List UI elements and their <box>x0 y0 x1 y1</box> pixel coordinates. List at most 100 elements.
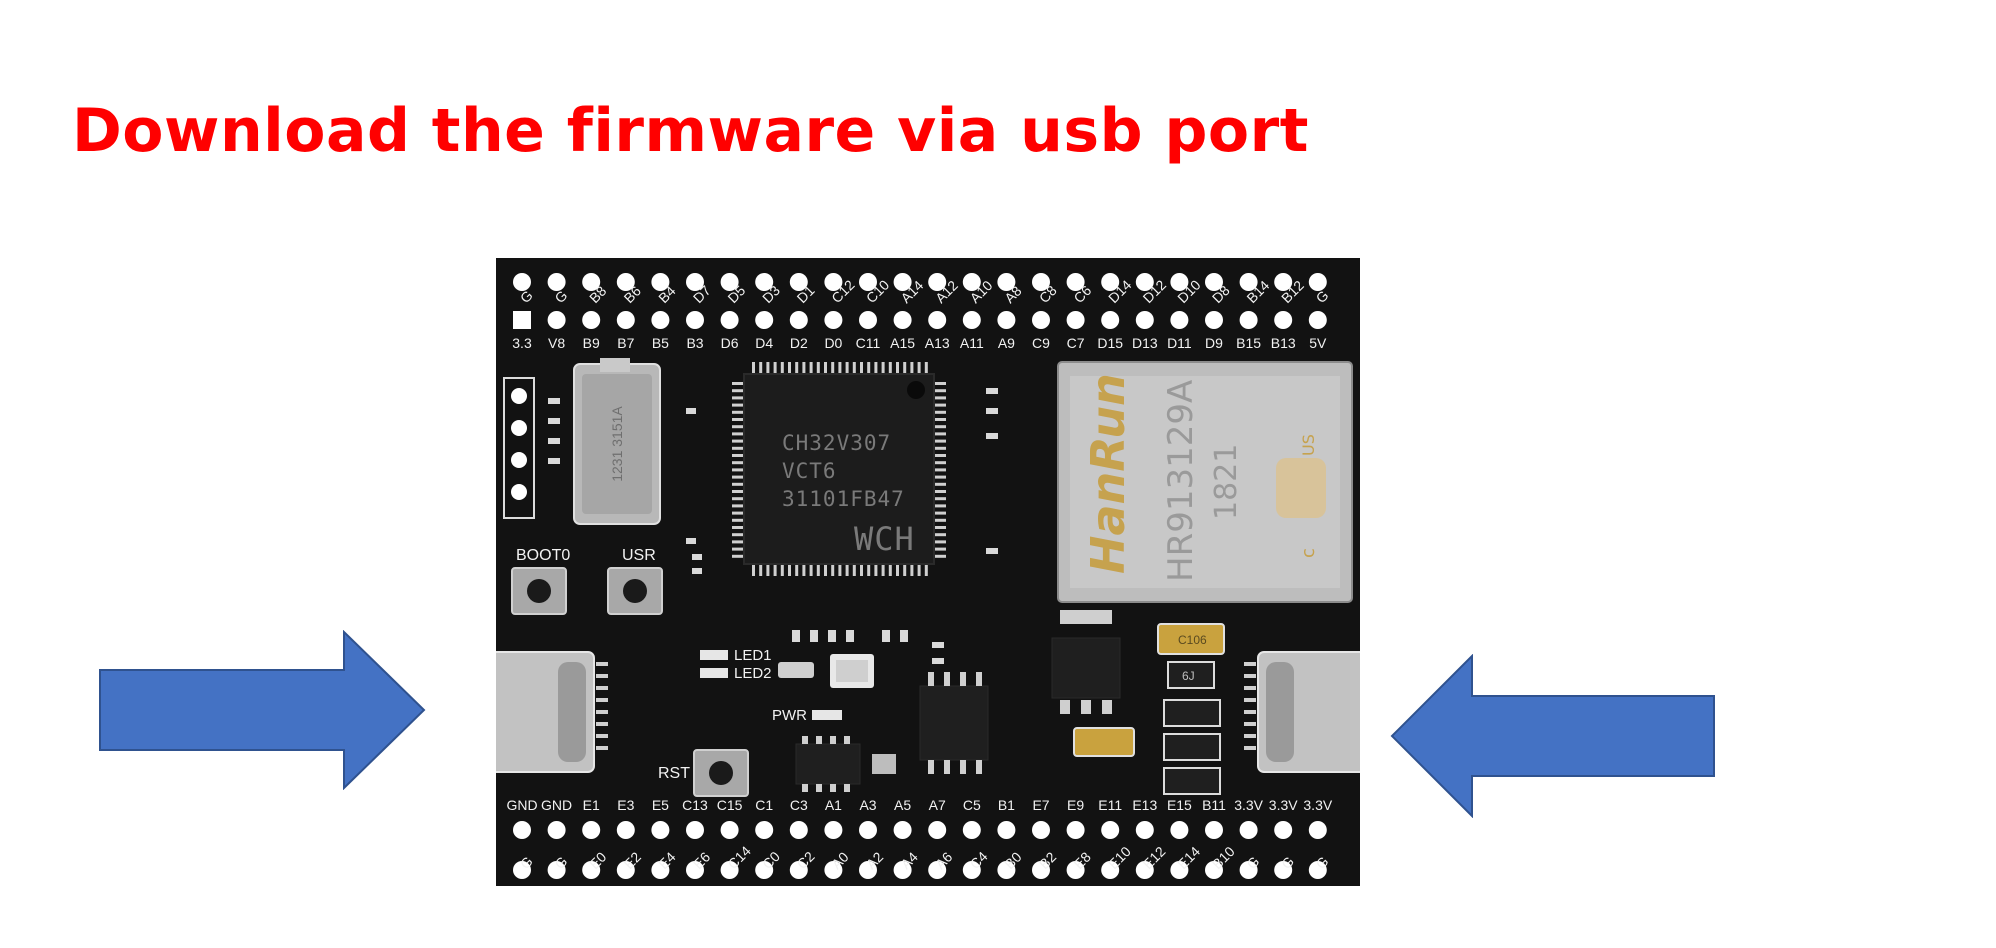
header-pad <box>1170 821 1189 839</box>
header-pad <box>824 273 843 291</box>
pwr-led <box>812 710 842 720</box>
header-pad <box>513 821 531 839</box>
rst-button[interactable] <box>693 749 749 797</box>
pin-label: E9 <box>1067 797 1084 813</box>
header-pad <box>1274 311 1293 329</box>
header-pad <box>755 821 774 839</box>
pin-label: C7 <box>1067 335 1085 351</box>
pin-label: B15 <box>1236 335 1261 351</box>
pin-label: D9 <box>1205 335 1223 351</box>
header-pad <box>1066 861 1085 879</box>
svg-text:6J: 6J <box>1182 669 1195 683</box>
header-pad <box>789 821 808 839</box>
header-pad <box>789 861 808 879</box>
pin-label: B13 <box>1271 335 1296 351</box>
led2 <box>700 668 728 678</box>
header-pad <box>789 273 808 291</box>
pin-label: E11 <box>1098 797 1122 813</box>
power-components: 6J <box>1163 661 1221 795</box>
led1-label: LED1 <box>734 647 772 664</box>
header-pad <box>893 821 912 839</box>
header-pad <box>513 861 531 879</box>
mcu-chip: CH32V307 VCT6 31101FB47 WCH <box>732 362 946 576</box>
boot0-button[interactable] <box>511 567 567 615</box>
header-pad <box>893 273 912 291</box>
pin-label: 3.3V <box>1303 797 1332 813</box>
header-pad <box>1066 311 1085 329</box>
right-arrow-icon <box>1390 654 1715 818</box>
header-pad <box>582 821 601 839</box>
header-pad <box>651 273 670 291</box>
header-pad <box>1205 821 1223 839</box>
header-pad <box>1239 861 1258 879</box>
ethernet-code: 1821 <box>1209 444 1244 520</box>
pin-label: B1 <box>998 797 1015 813</box>
pin-label: A3 <box>859 797 876 813</box>
pin-label: B3 <box>686 335 703 351</box>
ethernet-brand: HanRun <box>1081 373 1135 574</box>
header-pad <box>1170 311 1189 329</box>
header-pad <box>547 311 566 329</box>
led1 <box>700 650 728 660</box>
chip-logo: WCH <box>854 520 915 558</box>
header-pad <box>686 311 704 329</box>
pin-label: B5 <box>652 335 669 351</box>
pin-label: 3.3 <box>512 335 532 351</box>
header-pad <box>997 273 1016 291</box>
crystal-small <box>778 662 814 678</box>
left-arrow-icon <box>99 630 426 790</box>
pin-label: E15 <box>1167 797 1192 813</box>
header-pad <box>755 311 774 329</box>
small-ic <box>795 736 896 792</box>
usb-c-port-right[interactable] <box>1244 651 1360 773</box>
header-pad <box>859 273 877 291</box>
pin-label: C5 <box>963 797 981 813</box>
pin-label: B9 <box>583 335 600 351</box>
header-pad <box>720 861 739 879</box>
header-pad <box>824 861 843 879</box>
header-pad <box>1135 821 1154 839</box>
header-pad <box>1066 821 1085 839</box>
pin-label: 3.3V <box>1234 797 1263 813</box>
header-pad <box>789 311 808 329</box>
header-pad <box>1032 311 1050 329</box>
pin-label: D0 <box>824 335 842 351</box>
header-pad <box>1274 273 1293 291</box>
header-pad <box>962 861 981 879</box>
header-pad <box>582 273 601 291</box>
chip-line-1: CH32V307 <box>782 431 891 455</box>
header-pad <box>893 311 912 329</box>
header-pad <box>616 861 635 879</box>
chip-line-2: VCT6 <box>782 459 837 483</box>
pin-label: 5V <box>1309 335 1327 351</box>
header-pad <box>1308 821 1327 839</box>
header-pad <box>547 273 566 291</box>
pin-label: B7 <box>617 335 634 351</box>
header-pad <box>1239 273 1258 291</box>
header-pad <box>1101 821 1120 839</box>
header-pad <box>651 311 670 329</box>
sd-slot-text: 1231 3151A <box>609 406 625 482</box>
header-pad <box>1135 273 1154 291</box>
header-pad <box>1239 821 1258 839</box>
led2-label: LED2 <box>734 665 772 682</box>
pin-label: D2 <box>790 335 808 351</box>
header-pad <box>1066 273 1085 291</box>
header-pad <box>1239 311 1258 329</box>
usb-c-port-left[interactable] <box>496 651 608 773</box>
header-pad <box>1101 273 1120 291</box>
pin-label: E5 <box>652 797 669 813</box>
pin-label: GND <box>541 797 572 813</box>
pin-label: C13 <box>682 797 708 813</box>
usr-button[interactable] <box>607 567 663 615</box>
side-header <box>503 377 535 519</box>
header-pad <box>582 311 601 329</box>
rst-label: RST <box>658 765 690 782</box>
header-pad <box>616 311 635 329</box>
header-pad <box>547 821 566 839</box>
pin-label: A7 <box>929 797 946 813</box>
pin-label: GND <box>506 797 537 813</box>
header-pad <box>1032 821 1050 839</box>
